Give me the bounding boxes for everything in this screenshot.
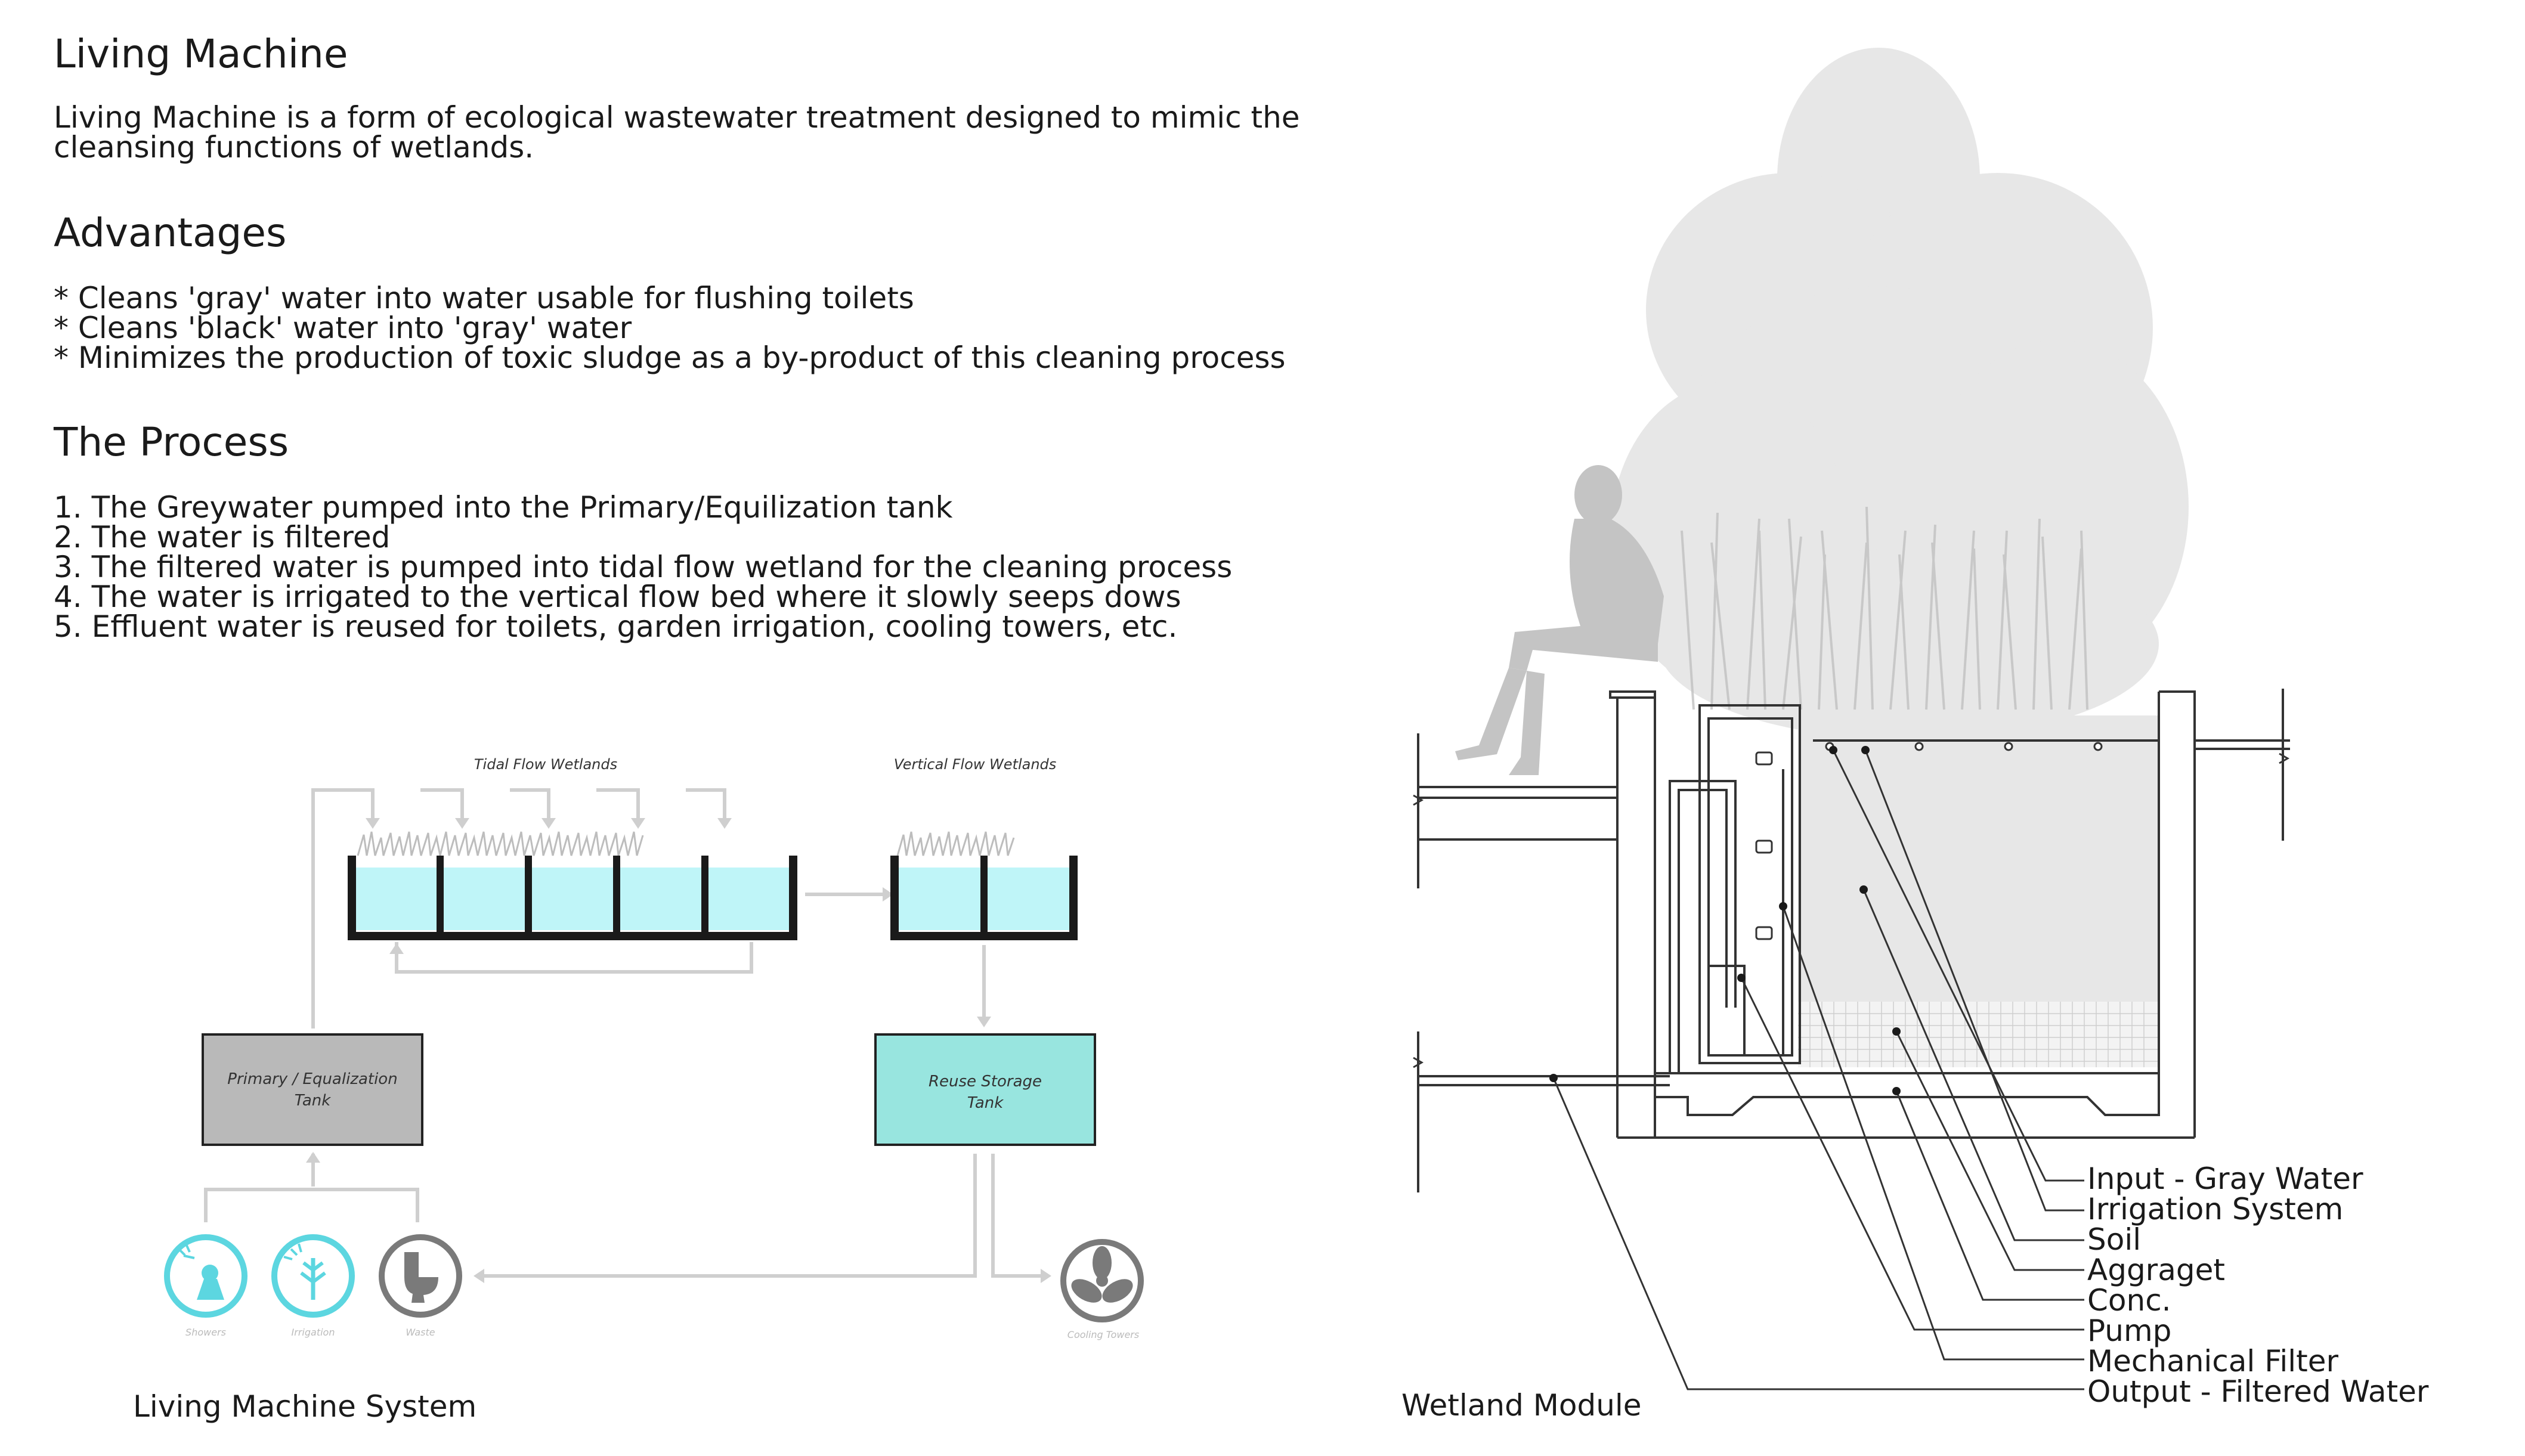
tidal-flow-label: Tidal Flow Wetlands xyxy=(474,756,617,773)
mechanical-filter-housing xyxy=(1698,704,1801,1064)
supply-piping xyxy=(204,788,1041,1278)
wetland-grass xyxy=(357,831,1015,856)
primary-tank-label: Primary / Equalization xyxy=(227,1070,397,1088)
valves xyxy=(1755,751,1773,940)
wetland-caption: Wetland Module xyxy=(1401,1388,1642,1423)
tidal-flow-tanks xyxy=(348,856,797,940)
list-item: 3. The filtered water is pumped into tid… xyxy=(54,550,1233,584)
legend-item: Irrigation System xyxy=(2087,1192,2344,1226)
list-item: * Cleans 'gray' water into water usable … xyxy=(54,281,914,315)
legend-item: Aggraget xyxy=(2087,1253,2225,1287)
list-item: 1. The Greywater pumped into the Primary… xyxy=(54,490,953,525)
pump xyxy=(1707,965,1746,1057)
legend-item: Conc. xyxy=(2087,1283,2171,1318)
shower-icon xyxy=(164,1234,247,1318)
reuse-storage-tank xyxy=(874,1033,1096,1146)
output-label: Cooling Towers xyxy=(1067,1329,1139,1340)
tree-silhouette xyxy=(1610,48,2189,739)
source-label: Waste xyxy=(406,1327,435,1338)
list-item: 4. The water is irrigated to the vertica… xyxy=(54,580,1181,614)
reuse-tank-label: Reuse Storage xyxy=(929,1073,1042,1091)
primary-equalization-tank xyxy=(202,1033,423,1146)
leader-lines xyxy=(1552,749,2084,1390)
person-silhouette xyxy=(1455,465,1664,775)
description-line: cleansing functions of wetlands. xyxy=(54,130,534,165)
list-item: * Cleans 'black' water into 'gray' water xyxy=(54,311,632,345)
aggregate-area xyxy=(1798,1002,2159,1067)
source-label: Showers xyxy=(185,1327,226,1338)
left-lower-slab xyxy=(1418,1075,1670,1086)
reuse-tank-label: Tank xyxy=(967,1094,1004,1112)
wetland-legend: Input - Gray Water Irrigation System Soi… xyxy=(2087,1164,2428,1407)
primary-tank-label: Tank xyxy=(295,1092,332,1110)
arrowheads xyxy=(306,818,1051,1283)
legend-item: Pump xyxy=(2087,1314,2172,1348)
concrete-base xyxy=(1617,1072,2195,1139)
list-item: 2. The water is filtered xyxy=(54,520,391,554)
list-item: * Minimizes the production of toxic slud… xyxy=(54,340,1286,375)
cooling-tower-fan-icon xyxy=(1060,1239,1144,1322)
wetland-soil-area xyxy=(1798,715,2159,1002)
list-item: 5. Effluent water is reused for toilets,… xyxy=(54,609,1178,644)
source-label: Irrigation xyxy=(292,1327,335,1338)
left-ground-slab xyxy=(1418,786,1617,841)
vertical-flow-tanks xyxy=(890,856,1078,940)
right-top-slab xyxy=(2195,739,2290,750)
inlet-pipe xyxy=(1669,780,1737,1073)
description: Living Machine is a form of ecological w… xyxy=(54,103,1300,162)
advantages-heading: Advantages xyxy=(54,210,287,256)
process-heading: The Process xyxy=(54,419,289,465)
legend-item: Input - Gray Water xyxy=(2087,1161,2363,1196)
advantages-list: * Cleans 'gray' water into water usable … xyxy=(54,283,1286,373)
irrigation-icon xyxy=(271,1234,355,1318)
vertical-flow-label: Vertical Flow Wetlands xyxy=(894,756,1057,773)
process-list: 1. The Greywater pumped into the Primary… xyxy=(54,492,1232,642)
legend-item: Soil xyxy=(2087,1222,2142,1257)
toilet-icon xyxy=(379,1234,462,1318)
reed-grass xyxy=(1681,506,2088,710)
right-wall xyxy=(2158,690,2196,1138)
page-title: Living Machine xyxy=(54,31,348,77)
description-line: Living Machine is a form of ecological w… xyxy=(54,100,1300,135)
legend-item: Mechanical Filter xyxy=(2087,1344,2339,1378)
leader-dots xyxy=(1549,746,1901,1095)
system-caption: Living Machine System xyxy=(133,1389,477,1424)
left-wall xyxy=(1609,690,1656,1138)
legend-item: Output - Filtered Water xyxy=(2087,1374,2429,1409)
